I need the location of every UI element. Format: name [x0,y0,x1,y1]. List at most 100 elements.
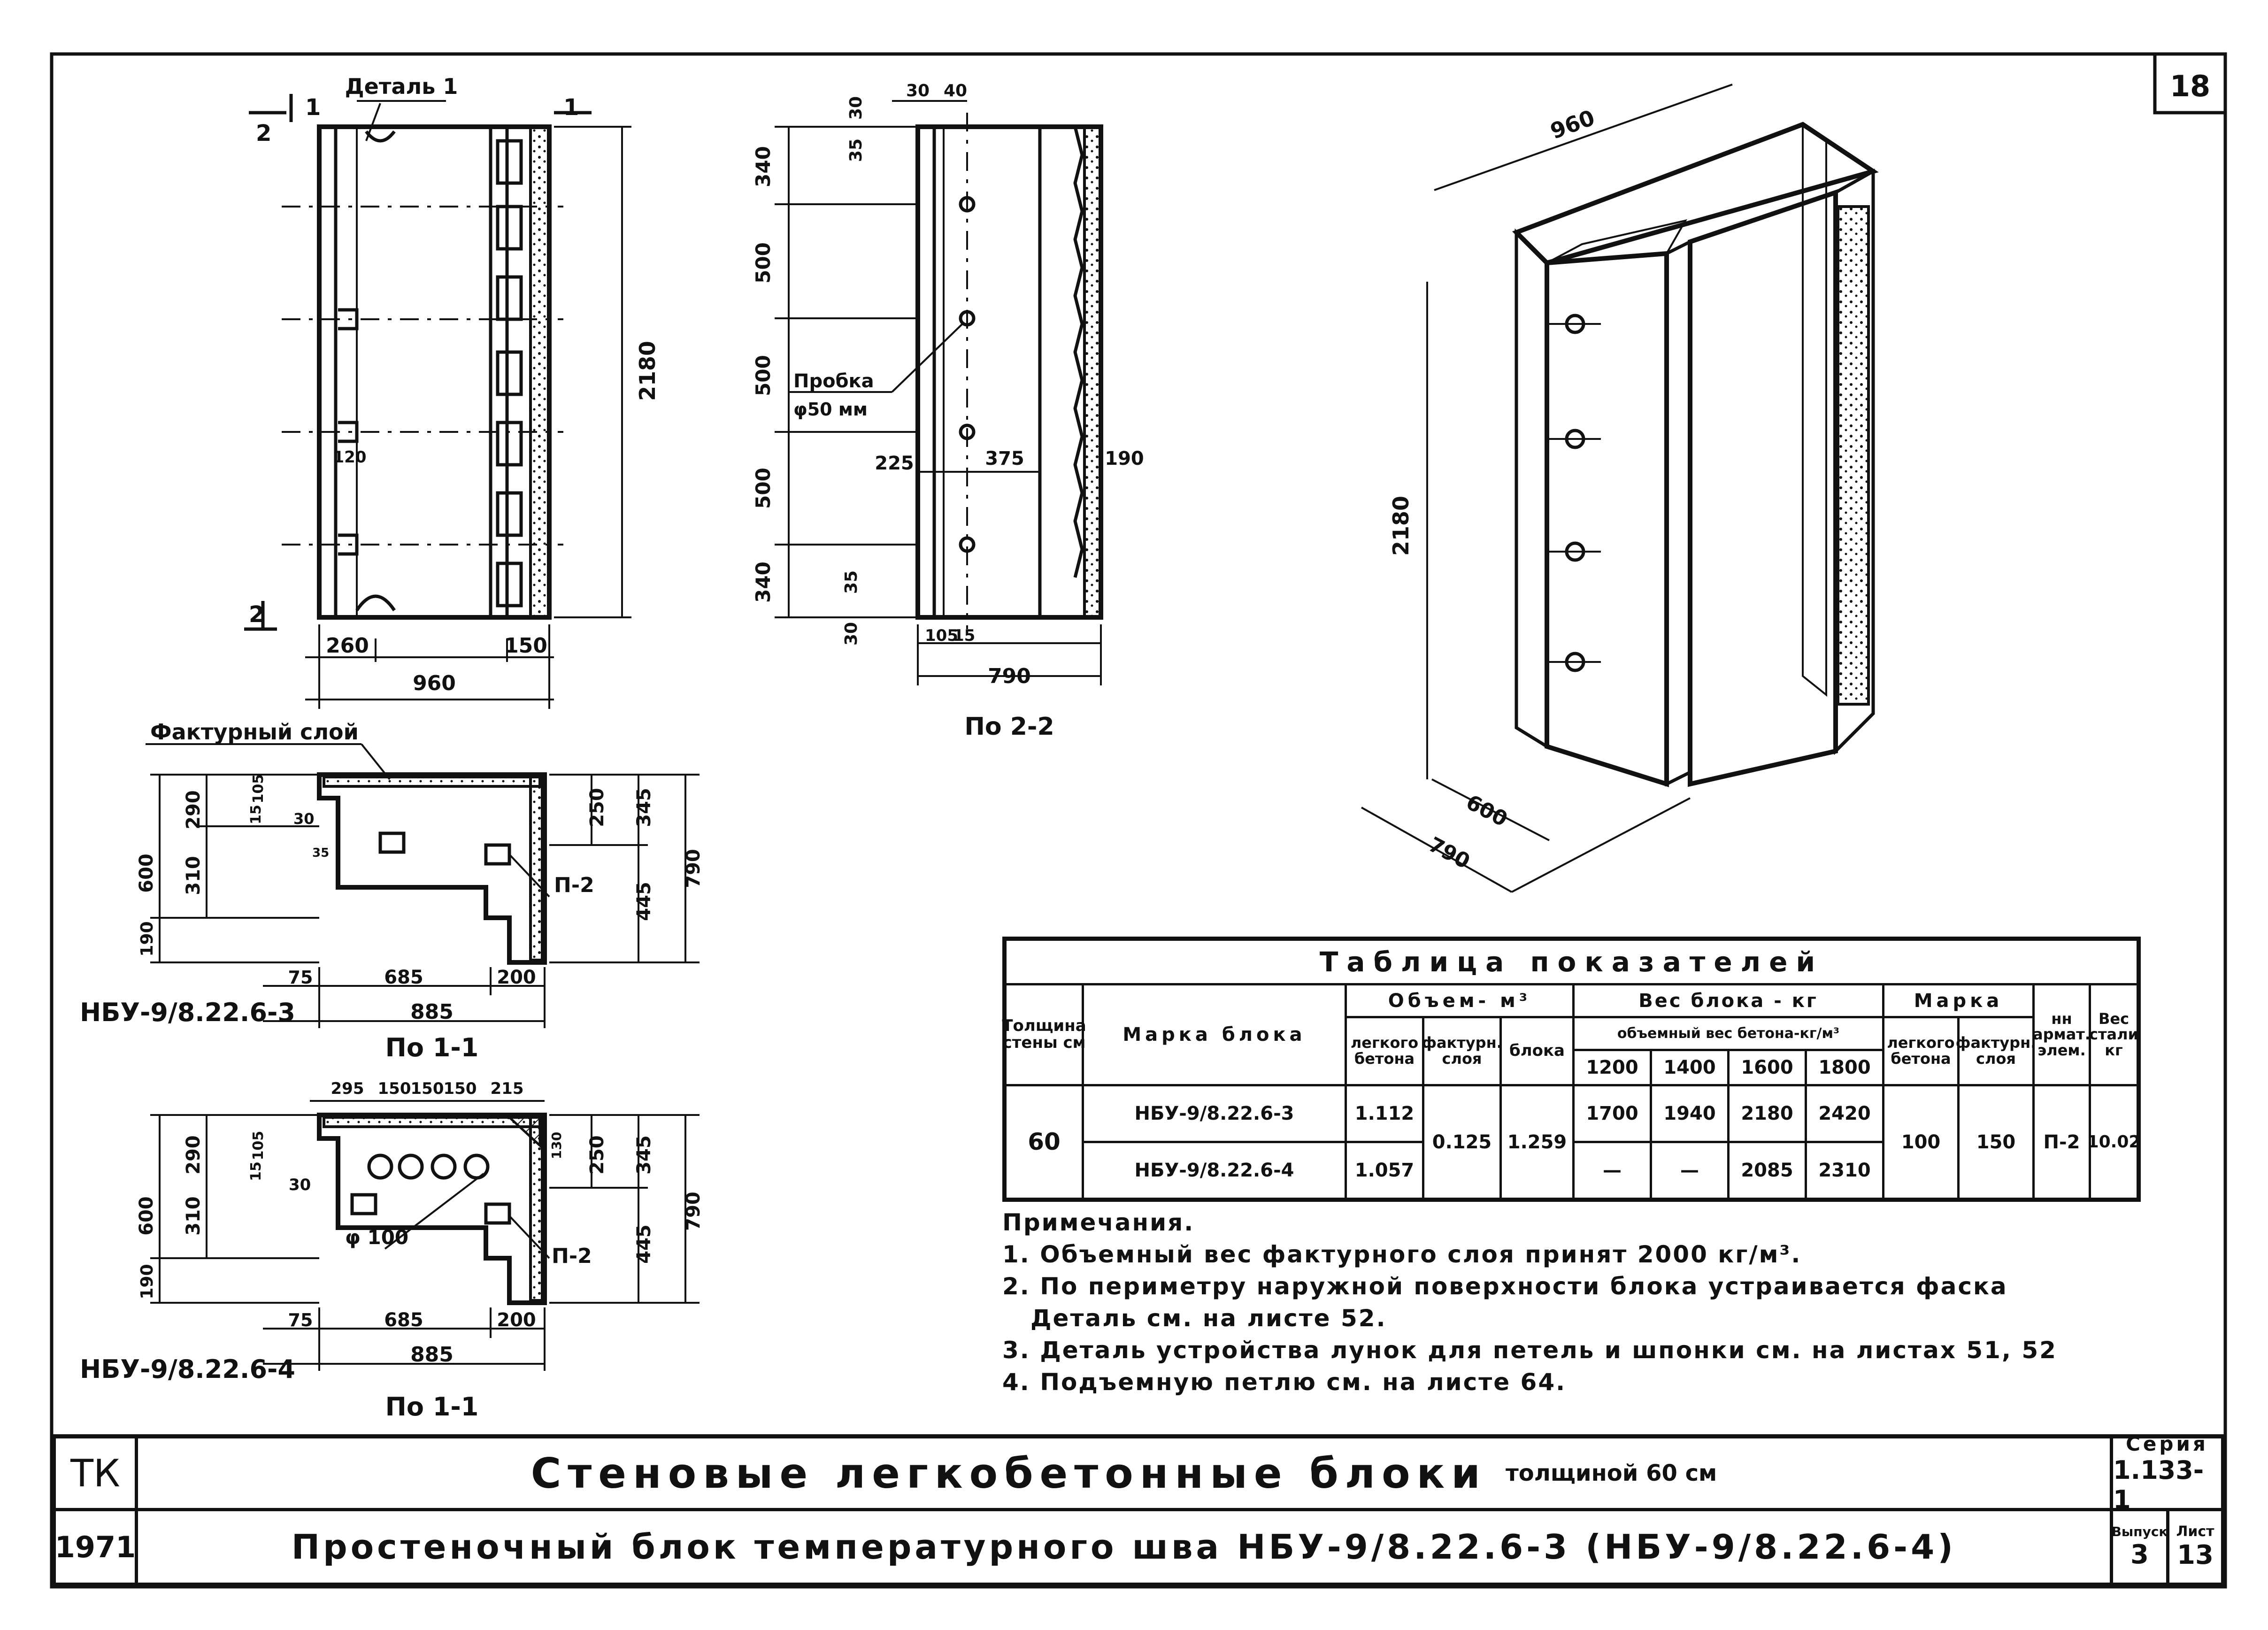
p2-elem: П-2 [552,1244,592,1268]
p2-150-3: 150 [444,1079,477,1098]
th-elem: нн армат. элем. [2032,983,2091,1084]
p1-345: 345 [633,788,655,827]
p1-35: 35 [312,846,329,860]
td-w2-1800: 2310 [1805,1141,1882,1198]
p2-600: 600 [136,1196,157,1236]
side-small-35-top: 35 [846,138,866,162]
p1-310: 310 [183,856,204,895]
p1-15: 15 [248,805,264,824]
th-thickness: Толщина стены см [1002,983,1086,1084]
notes-heading: Примечания. [1002,1209,1195,1236]
th-d-1400: 1400 [1650,1049,1727,1084]
p2-105: 105 [250,1131,267,1161]
note-4: 4. Подъемную петлю см. на листе 64. [1002,1369,1567,1396]
td-block: 1.259 [1499,1084,1572,1198]
p1-75: 75 [288,967,313,988]
td-thickness: 60 [1007,1084,1082,1198]
p1-30: 30 [293,810,315,828]
p2-15: 15 [248,1161,264,1181]
td-w2-1200: — [1572,1141,1650,1198]
front-dim-150: 150 [504,634,547,658]
p2-title: По 1-1 [385,1392,479,1422]
p1-885: 885 [410,1000,454,1024]
side-view-title: По 2-2 [964,713,1054,741]
th-grade-light: легкого бетона [1882,1016,1957,1084]
stamp-issue: 3 [2130,1539,2149,1570]
isometric-view: 960 2180 600 790 [1361,84,1879,893]
p2-290: 290 [183,1135,204,1175]
stamp-series-label: Серия [2126,1432,2208,1455]
th-grade-facing: фактурн. слоя [1956,1016,2036,1084]
p2-345: 345 [633,1135,655,1175]
p2-215: 215 [491,1079,524,1098]
td-w1-1800: 2420 [1805,1084,1882,1141]
indicators-table: Таблица показателей Толщина стены см Мар… [1002,937,2141,1202]
iso-dim-960: 960 [1547,105,1598,144]
p2-75: 75 [288,1310,313,1330]
plug-dim: φ50 мм [793,399,868,420]
td-w1-1600: 2180 [1727,1084,1805,1141]
side-top-40: 40 [944,81,967,100]
stamp-subtitle: Простеночный блок температурного шва НБУ… [291,1527,1957,1567]
p2-hole: φ 100 [345,1226,408,1249]
stamp-title-row: Стеновые легкобетонные блоки толщиной 60… [138,1438,2110,1511]
front-dim-260: 260 [326,634,369,658]
notes: Примечания. 1. Объемный вес фактурного с… [1002,1209,2057,1400]
front-dim-120: 120 [333,448,367,467]
th-d-1800: 1800 [1805,1049,1882,1084]
p2-mark: НБУ-9/8.22.6-4 [80,1354,295,1384]
p2-130: 130 [549,1132,564,1159]
side-dim-190: 190 [1105,448,1144,469]
side-small-30-bottom: 30 [842,622,861,646]
p1-190: 190 [138,921,157,956]
iso-dim-2180: 2180 [1388,496,1414,556]
detail-label: Деталь 1 [345,74,458,99]
p2-190: 190 [138,1264,157,1299]
p1-250: 250 [586,788,608,827]
p1-790: 790 [683,849,704,888]
side-v-340-bottom: 340 [752,561,775,603]
front-dim-960: 960 [413,671,456,695]
front-view: 2180 260 150 960 120 Деталь 1 1 2 1 2 [244,74,660,709]
stamp-sheet-cell: Лист 13 [2166,1511,2221,1583]
td-elem: П-2 [2032,1084,2089,1198]
sheet-frame [50,52,2227,1589]
side-small-30-top: 30 [846,96,866,120]
p2-250: 250 [586,1135,608,1175]
td-w2-1400: — [1650,1141,1727,1198]
p1-445: 445 [633,882,655,921]
td-steel: 10.02 [2087,1084,2140,1198]
stamp-title: Стеновые легкобетонные блоки [530,1449,1487,1498]
p2-885: 885 [410,1343,454,1367]
td-facing: 0.125 [1422,1084,1499,1198]
facing-label: Фактурный слой [150,719,359,745]
section-mark-2-bottom: 2 [249,601,264,628]
p1-290: 290 [183,790,204,830]
stamp-sheet-label: Лист [2176,1523,2214,1540]
p1-elem: П-2 [554,873,594,897]
th-volume: Объем- м³ [1345,983,1572,1016]
side-dim-375: 375 [985,448,1024,469]
p1-200: 200 [497,967,536,988]
side-v-340-top: 340 [752,146,775,187]
side-dim-15: 15 [953,626,975,645]
side-top-30: 30 [906,81,930,100]
p1-685: 685 [384,967,423,988]
td-w2-1600: 2085 [1727,1141,1805,1198]
p2-445: 445 [633,1224,655,1264]
stamp-org: ТК [56,1438,138,1511]
sheet-number-box [2153,52,2227,115]
section-mark-1-left: 1 [305,94,321,121]
p2-200: 200 [497,1309,536,1331]
side-dim-790: 790 [988,664,1031,688]
th-d-1200: 1200 [1572,1049,1650,1084]
p1-105: 105 [250,774,267,804]
td-mark-1: НБУ-9/8.22.6-3 [1082,1084,1345,1141]
td-light-2: 1.057 [1345,1141,1422,1198]
p2-295: 295 [331,1079,364,1098]
title-block: ТК 1971 Стеновые легкобетонные блоки тол… [52,1432,2225,1587]
th-steel: Вес стали кг [2089,983,2138,1084]
side-dim-105: 105 [925,626,958,645]
table-title: Таблица показателей [1319,946,1824,978]
side-dim-225: 225 [875,453,914,474]
